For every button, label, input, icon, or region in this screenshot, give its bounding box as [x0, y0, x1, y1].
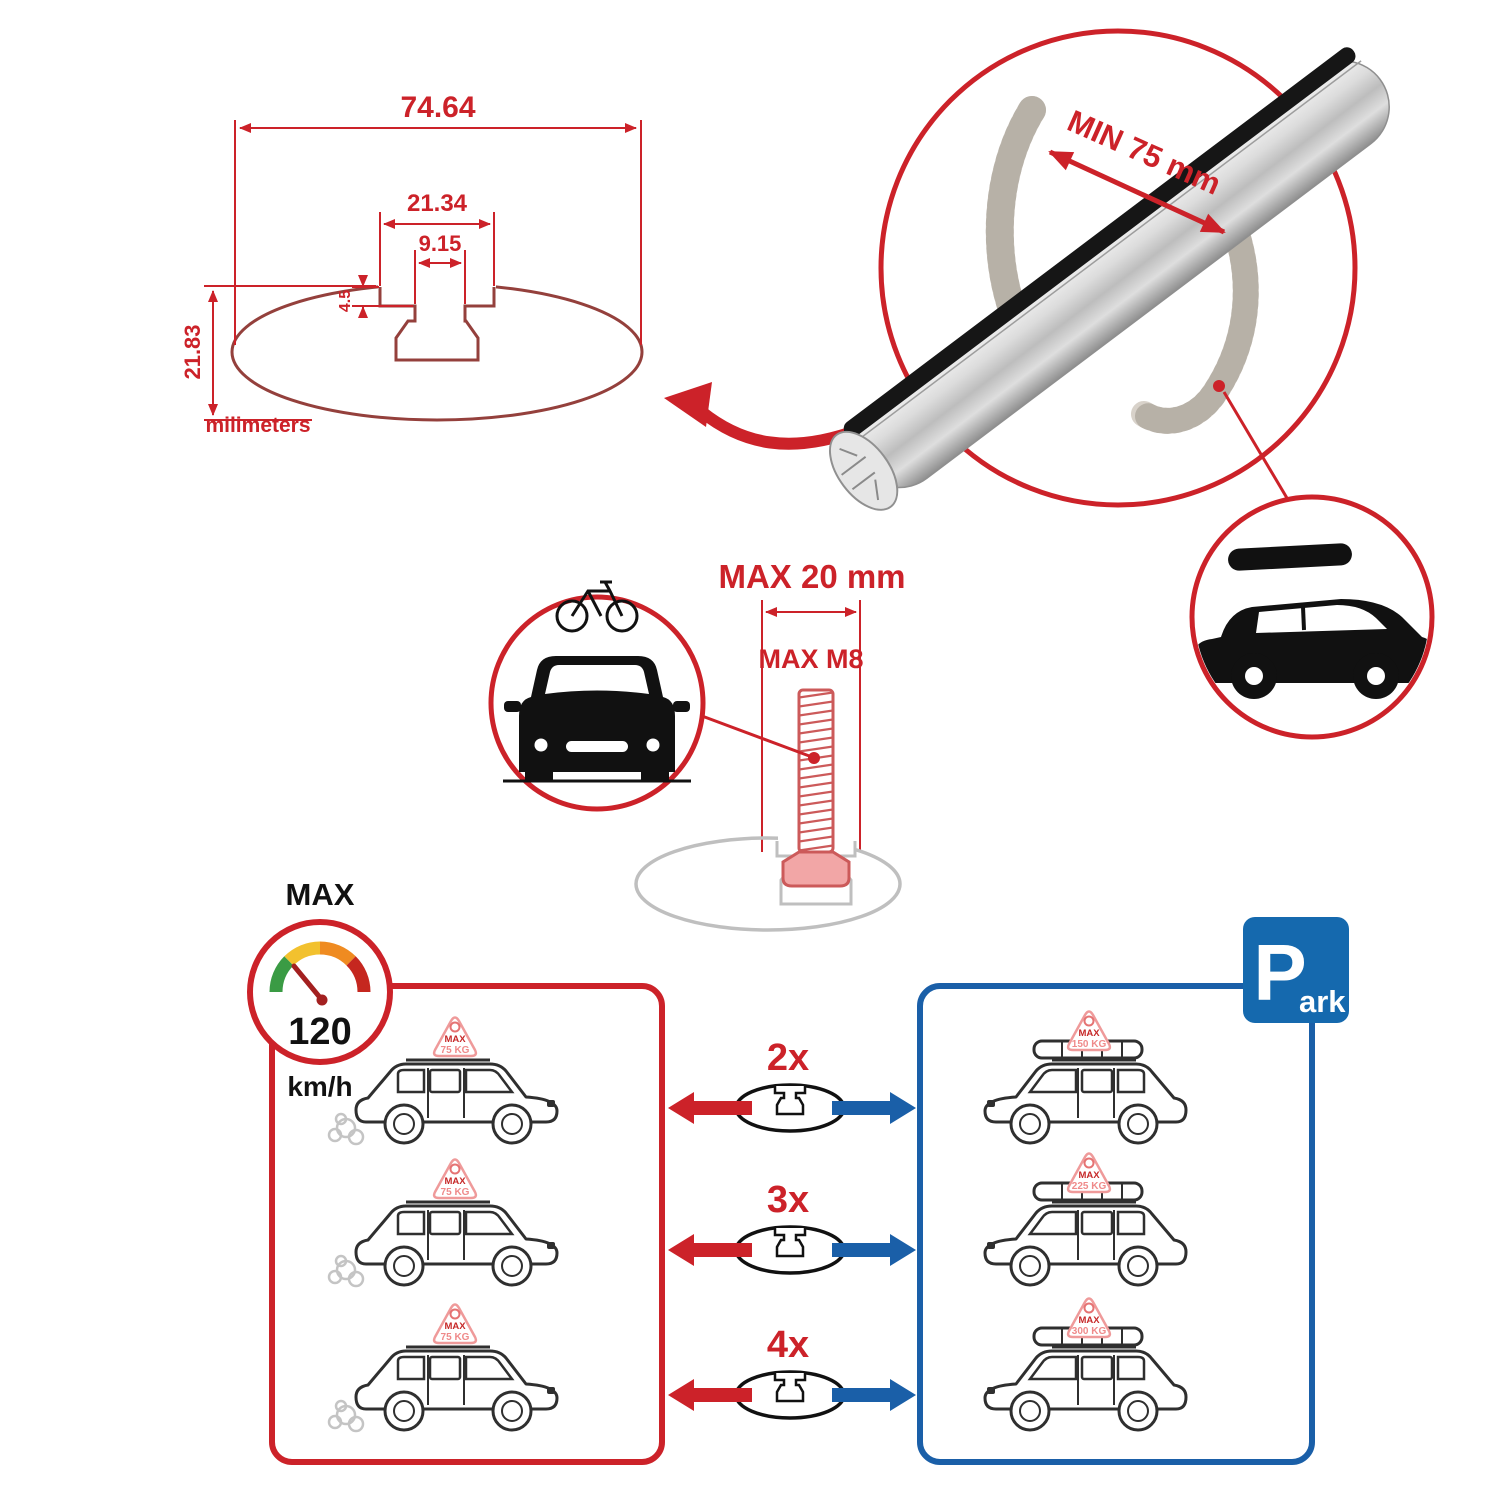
load-badge-left: MAX 75 KG	[432, 1303, 478, 1345]
vehicle-front-circle	[488, 580, 706, 812]
gauge-needle	[291, 963, 325, 1003]
dim-slot-depth-label: 4.5	[337, 290, 354, 312]
min-span-arrow	[1048, 149, 1226, 235]
usage-comparison: P ark MAX 120 km/h 2x	[247, 877, 1349, 1465]
suv-with-roofbox-icon	[1195, 543, 1429, 699]
svg-text:300 KG: 300 KG	[1072, 1326, 1107, 1337]
rubber-strip	[843, 47, 1356, 438]
dim-slot-outer: 21.34	[379, 190, 495, 286]
pointer-arrow	[664, 382, 864, 450]
gauge-arc	[269, 941, 371, 993]
dim-slot-inner-label: 9.15	[419, 231, 462, 256]
load-badge-left: MAX 75 KG	[432, 1158, 478, 1200]
speed-limit-gauge: MAX 120 km/h	[247, 877, 393, 1102]
dim-total-height-label: 21.83	[180, 324, 205, 379]
crossbar-profile-icon	[734, 1083, 846, 1133]
crossbar-render	[828, 47, 1390, 511]
comparison-row-1: 2x MAX 75 KG MAX 150 KG	[327, 1010, 1188, 1146]
load-badge-right: MAX 150 KG	[1066, 1010, 1112, 1052]
comparison-row-2: 3x MAX 75 KG MAX 225 KG	[327, 1152, 1188, 1288]
t-bolt-icon	[781, 688, 851, 888]
svg-text:MAX: MAX	[1078, 1028, 1100, 1039]
vehicle-roofbox-circle	[1189, 494, 1435, 740]
park-sign: P ark	[1243, 917, 1349, 1023]
crossbar-profile-icon	[734, 1225, 846, 1275]
bolt-connector	[701, 714, 813, 759]
arrow-left-red	[668, 1234, 752, 1266]
dim-total-width: 74.64	[234, 91, 642, 345]
bolt-spec: MAX 20 mm MAX M8	[488, 558, 906, 932]
load-badge-left: MAX 75 KG	[432, 1016, 478, 1058]
svg-text:MAX: MAX	[1078, 1170, 1100, 1181]
arrow-left-red	[668, 1379, 752, 1411]
bicycle-icon	[555, 580, 639, 633]
bolt-dot	[808, 752, 820, 764]
dim-total-height: 21.83	[180, 285, 376, 421]
dim-total-width-label: 74.64	[400, 91, 475, 124]
comparison-row-3: 4x MAX 75 KG MAX 300 KG	[327, 1297, 1188, 1433]
rail-attachment-dot	[1213, 380, 1225, 392]
roof-rail-left-icon	[985, 96, 1046, 339]
arrow-right-blue	[832, 1234, 916, 1266]
speed-max-label: MAX	[286, 877, 355, 912]
svg-text:75 KG: 75 KG	[441, 1187, 470, 1198]
dim-slot-inner: 9.15	[414, 231, 466, 304]
load-badge-right: MAX 225 KG	[1066, 1152, 1112, 1194]
svg-text:MAX: MAX	[1078, 1315, 1100, 1326]
park-sign-p: P	[1253, 928, 1306, 1017]
park-sign-ark: ark	[1299, 984, 1346, 1019]
svg-text:MAX: MAX	[444, 1176, 466, 1187]
max-width-label: MAX 20 mm	[718, 558, 905, 595]
svg-text:225 KG: 225 KG	[1072, 1181, 1107, 1192]
vehicle-front-icon	[503, 656, 691, 783]
arrow-left-red	[668, 1092, 752, 1124]
multiplier-label: 2x	[767, 1037, 809, 1079]
t-slot-profile	[378, 287, 496, 362]
load-badge-right: MAX 300 KG	[1066, 1297, 1112, 1339]
svg-text:75 KG: 75 KG	[441, 1332, 470, 1343]
svg-text:150 KG: 150 KG	[1072, 1039, 1107, 1050]
speed-units: km/h	[287, 1071, 352, 1102]
units-label: milimeters	[205, 414, 310, 437]
multiplier-label: 4x	[767, 1324, 809, 1366]
arrow-right-blue	[832, 1092, 916, 1124]
svg-text:75 KG: 75 KG	[441, 1045, 470, 1056]
max-thread-label: MAX M8	[758, 644, 863, 674]
svg-text:MAX: MAX	[444, 1321, 466, 1332]
arrow-right-blue	[832, 1379, 916, 1411]
crossbar-profile-icon	[734, 1370, 846, 1420]
multiplier-label: 3x	[767, 1179, 809, 1221]
svg-text:MAX: MAX	[444, 1034, 466, 1045]
speed-value: 120	[288, 1011, 351, 1053]
roof-box-icon	[1228, 543, 1352, 571]
cross-section-drawing: 74.64 21.34 9.15 4.5 21.83 mili	[180, 91, 864, 450]
dim-slot-outer-label: 21.34	[407, 190, 468, 217]
crossbar-detail-circle: MIN 75 mm	[828, 28, 1390, 521]
